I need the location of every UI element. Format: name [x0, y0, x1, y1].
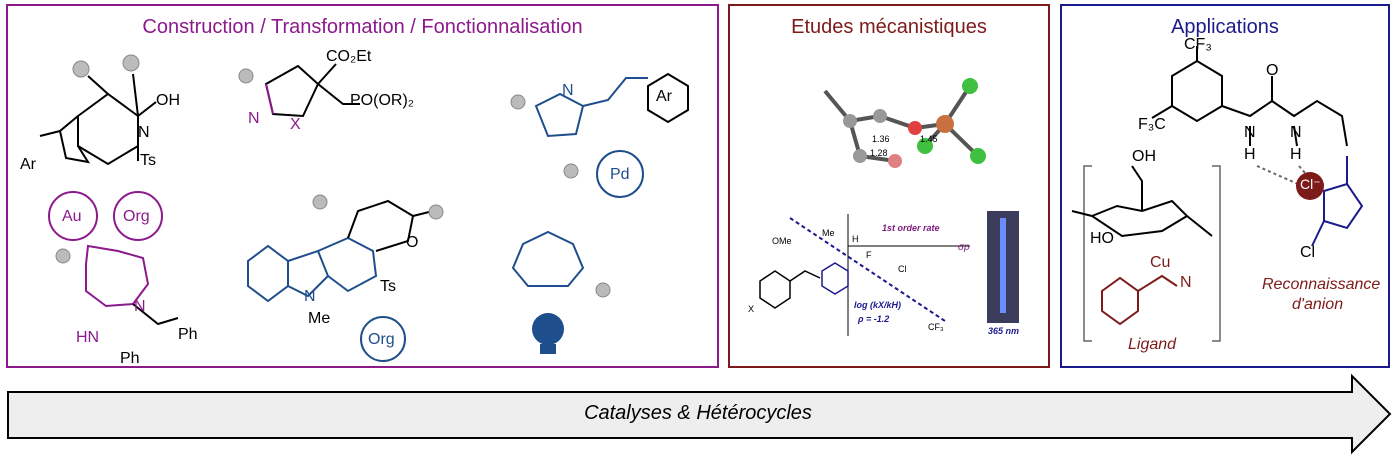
label-x: X — [748, 304, 755, 314]
label-equation: log (kX/kH) — [854, 300, 902, 310]
panel-mechanistic: Etudes mécanistiques — [728, 4, 1050, 368]
brackets — [1083, 165, 1221, 342]
aryl-ring — [647, 72, 689, 124]
chloride-ion — [1296, 172, 1324, 200]
label-pd: Pd — [610, 166, 630, 183]
label-n-pyrazoline: N — [248, 110, 260, 127]
substituent-ball — [510, 94, 526, 110]
panel-title-construction: Construction / Transformation / Fonction… — [142, 16, 583, 38]
label-n-urea1: N — [1244, 124, 1256, 141]
label-co2et: CO₂Et — [326, 48, 372, 65]
label-h2: H — [1290, 146, 1302, 163]
label-h: H — [852, 234, 859, 244]
mechanism-graphics — [759, 78, 1019, 336]
label-ph2: Ph — [120, 350, 140, 367]
label-sigma: σp — [958, 242, 970, 253]
label-cu: Cu — [1150, 254, 1171, 271]
label-oh: OH — [1132, 148, 1156, 165]
substituent-ball — [72, 60, 90, 78]
pyridine-cu-ligand — [1101, 274, 1178, 326]
label-ligand: Ligand — [1128, 336, 1177, 353]
label-n-triazole: N — [562, 82, 574, 99]
applications-graphics — [1071, 46, 1364, 342]
panel-title-mechanistic: Etudes mécanistiques — [791, 16, 987, 38]
triazole-structure — [1311, 156, 1364, 247]
label-bond2: 1.45 — [920, 134, 938, 144]
label-x: X — [290, 116, 301, 133]
label-hn: HN — [76, 329, 100, 346]
label-oh: OH — [156, 92, 180, 109]
label-bond1: 1.36 — [872, 134, 890, 144]
label-rate: 1st order rate — [882, 223, 940, 233]
label-o-pyran: O — [406, 234, 419, 251]
label-cl: Cl — [1300, 244, 1316, 261]
label-cf3: CF₃ — [928, 322, 944, 332]
substituent-ball — [312, 194, 328, 210]
label-ho: HO — [1090, 230, 1114, 247]
label-chloride: Cl⁻ — [1300, 176, 1321, 192]
label-f3c: F₃C — [1138, 116, 1166, 133]
panel-title-applications: Applications — [1171, 16, 1279, 38]
label-cl: Cl — [898, 264, 907, 274]
label-me: Me — [822, 228, 835, 238]
label-wavelength: 365 nm — [988, 326, 1020, 336]
light-bulb-icon — [532, 313, 564, 354]
label-ar2: Ar — [656, 88, 672, 105]
substituent-ball — [595, 282, 611, 298]
label-anion: d'anion — [1292, 296, 1344, 313]
banner-label: Catalyses & Hétérocycles — [584, 402, 812, 424]
furopyridine-structure — [39, 73, 157, 166]
substituent-ball — [238, 68, 254, 84]
substituent-ball — [563, 163, 579, 179]
label-n-hex: N — [134, 298, 146, 315]
label-n: N — [138, 124, 150, 141]
pyridinium-ring — [821, 262, 849, 295]
label-f: F — [866, 250, 872, 260]
benzamide-structure — [759, 270, 821, 309]
label-org2: Org — [368, 331, 395, 348]
label-au: Au — [62, 208, 82, 225]
label-org: Org — [123, 208, 150, 225]
label-bond3: 1.28 — [870, 148, 888, 158]
carboline-structure — [247, 236, 378, 303]
label-n-urea2: N — [1290, 124, 1302, 141]
label-cf3-top: CF₃ — [1184, 36, 1212, 53]
label-ts2: Ts — [380, 278, 396, 295]
label-h1: H — [1244, 146, 1256, 163]
panel-construction: Construction / Transformation / Fonction… — [6, 4, 719, 368]
label-me: Me — [308, 310, 331, 327]
label-ar: Ar — [20, 156, 36, 173]
label-n-pyridine: N — [1180, 274, 1192, 291]
glucose-structure — [1071, 165, 1213, 238]
label-ts: Ts — [140, 152, 156, 169]
label-poor2: PO(OR)₂ — [350, 92, 414, 109]
diazepine-structure — [511, 230, 585, 287]
triazepane-structure — [85, 244, 179, 326]
triazole-structure — [534, 77, 648, 138]
hammett-fit-line — [789, 217, 946, 322]
substituent-ball — [122, 54, 140, 72]
structures-construction — [39, 54, 689, 362]
label-o-urea: O — [1266, 62, 1279, 79]
label-ome: OMe — [772, 236, 792, 246]
label-reconnaissance: Reconnaissance — [1262, 276, 1381, 293]
substituent-ball — [428, 204, 444, 220]
substituent-ball — [55, 248, 71, 264]
cycle-pd — [360, 150, 644, 362]
cycle-au — [48, 191, 163, 241]
pyrazoline-structure — [264, 63, 360, 118]
panel-applications: Applications — [1060, 4, 1390, 368]
label-rho: ρ = -1.2 — [858, 314, 890, 324]
label-ph1: Ph — [178, 326, 198, 343]
label-n-indole: N — [304, 288, 316, 305]
aryl-ring — [1151, 46, 1348, 147]
